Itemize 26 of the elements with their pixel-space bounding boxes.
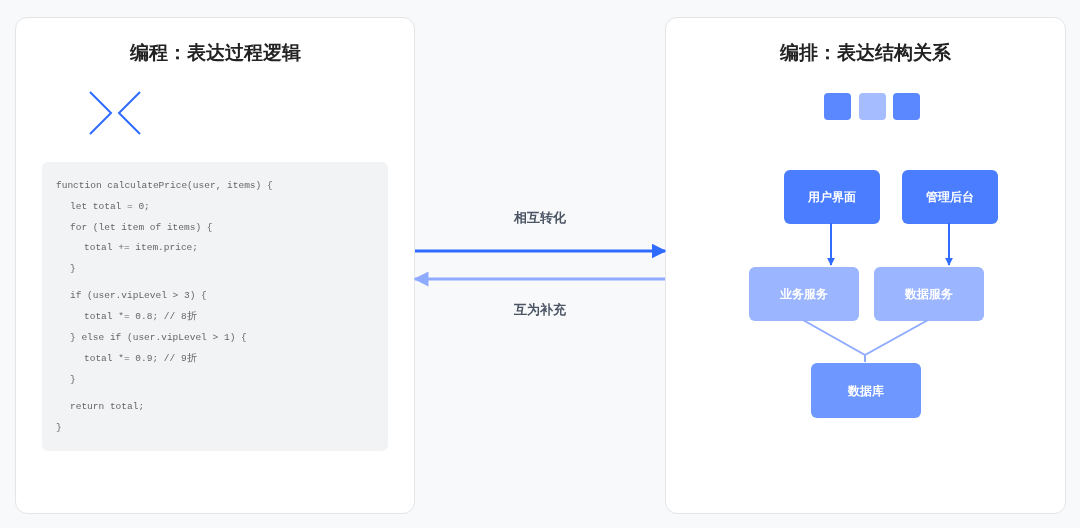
- component-box: 数据服务: [874, 267, 984, 321]
- code-line: total *= 0.8; // 8折: [84, 311, 197, 323]
- code-line: function calculatePrice(user, items) {: [56, 180, 273, 192]
- code-line: let total = 0;: [70, 201, 150, 213]
- code-line: if (user.vipLevel > 3) {: [70, 290, 207, 302]
- arrow: [945, 222, 953, 266]
- panel-card: [665, 17, 1066, 514]
- component-box: 管理后台: [902, 170, 998, 224]
- code-line: for (let item of items) {: [70, 222, 213, 234]
- code-line: }: [70, 263, 76, 275]
- edge-label: 相互转化: [514, 209, 566, 228]
- arrow: [415, 243, 667, 259]
- component-box: 业务服务: [749, 267, 859, 321]
- code-line: return total;: [70, 401, 145, 413]
- arrow: [413, 271, 665, 287]
- code-line: total += item.price;: [84, 242, 199, 254]
- panel-title: 编程：表达过程逻辑: [128, 40, 302, 65]
- arrow: [827, 222, 835, 266]
- code-line: total *= 0.9; // 9折: [84, 353, 197, 365]
- component-box: 用户界面: [784, 170, 880, 224]
- code-line: }: [70, 374, 76, 386]
- component-box: 数据库: [811, 363, 921, 418]
- panel-title: 编排：表达结构关系: [779, 40, 952, 65]
- code-line: }: [56, 422, 62, 434]
- edge-label: 互为补充: [514, 301, 566, 320]
- code-line: } else if (user.vipLevel > 1) {: [70, 332, 247, 344]
